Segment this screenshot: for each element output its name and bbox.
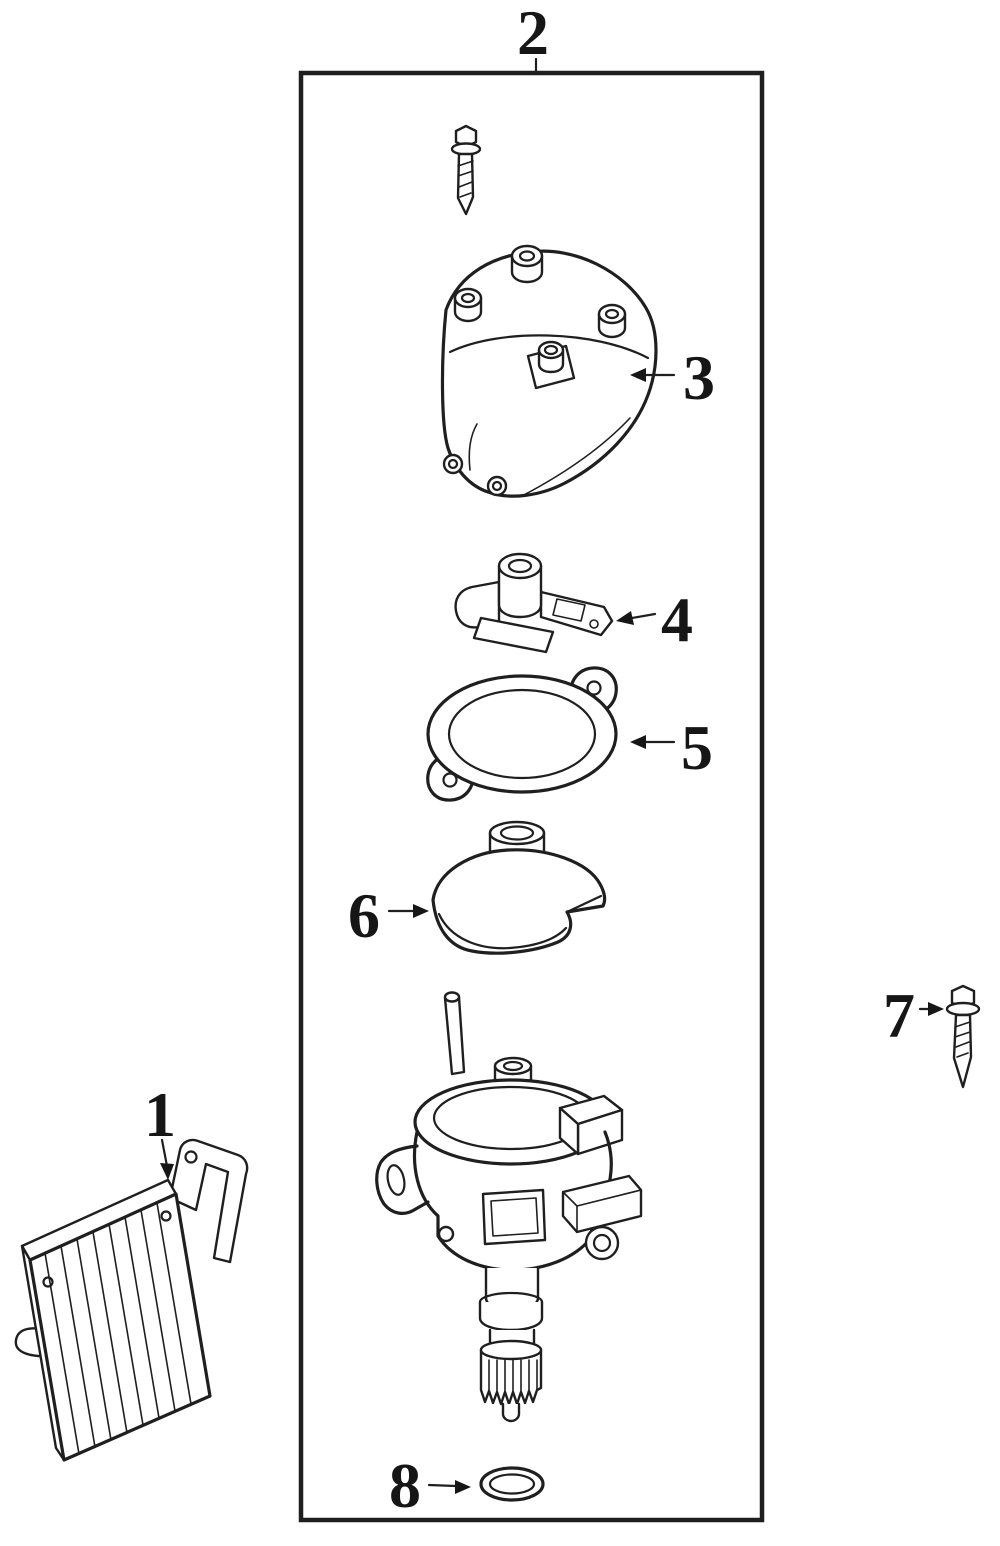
callout-4-label: 4 xyxy=(661,584,693,655)
callout-8-label: 8 xyxy=(389,1450,421,1521)
callout-2: 2 xyxy=(517,0,549,74)
mounting-bolt xyxy=(945,984,981,1089)
rotor xyxy=(454,552,614,654)
assembly-box xyxy=(298,70,765,1523)
callout-8: 8 xyxy=(389,1450,471,1521)
callout-7: 7 xyxy=(883,980,944,1051)
callout-6: 6 xyxy=(348,880,429,951)
callout-1: 1 xyxy=(144,1079,176,1180)
callout-1-label: 1 xyxy=(144,1079,176,1150)
callout-3: 3 xyxy=(630,342,715,413)
callout-2-label: 2 xyxy=(517,0,549,68)
dust-cover xyxy=(431,820,607,955)
callout-5-label: 5 xyxy=(681,712,713,783)
callout-3-label: 3 xyxy=(683,342,715,413)
o-ring xyxy=(479,1466,545,1502)
ignition-module xyxy=(14,1138,249,1462)
distributor-body xyxy=(375,991,643,1423)
gasket xyxy=(426,666,618,802)
callout-4: 4 xyxy=(616,584,693,655)
mounting-screw-top xyxy=(450,124,482,216)
callout-6-label: 6 xyxy=(348,880,380,951)
callout-7-label: 7 xyxy=(883,980,915,1051)
callout-5: 5 xyxy=(630,712,713,783)
distributor-cap xyxy=(440,244,658,498)
